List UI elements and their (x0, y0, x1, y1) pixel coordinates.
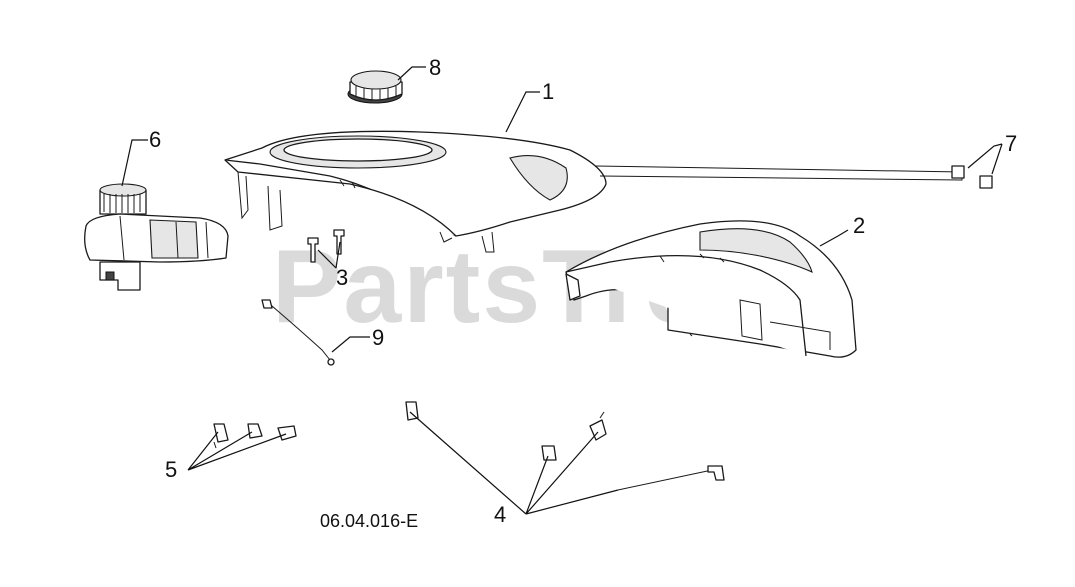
callout-3: 3 (336, 265, 348, 290)
callout-9: 9 (372, 325, 384, 350)
part-7-clips[interactable] (951, 165, 993, 189)
callout-8: 8 (429, 55, 441, 80)
diagram-code: 06.04.016-E (320, 511, 418, 531)
part-4-fasteners[interactable] (405, 401, 725, 491)
part-3-screws[interactable] (307, 229, 345, 263)
part-9-cable[interactable] (261, 299, 335, 366)
part-5-fasteners[interactable] (213, 423, 297, 449)
part-8-cap[interactable] (347, 70, 403, 104)
part-1-top-cover[interactable] (224, 130, 963, 253)
part-2-shroud[interactable] (565, 220, 857, 358)
callout-2: 2 (853, 213, 865, 238)
callout-5: 5 (165, 457, 177, 482)
callout-1: 1 (542, 79, 554, 104)
callout-4: 4 (494, 502, 506, 527)
callout-7: 7 (1005, 131, 1017, 156)
part-6-housing[interactable] (84, 183, 229, 291)
leader-lines (121, 66, 1003, 515)
callout-6: 6 (149, 127, 161, 152)
